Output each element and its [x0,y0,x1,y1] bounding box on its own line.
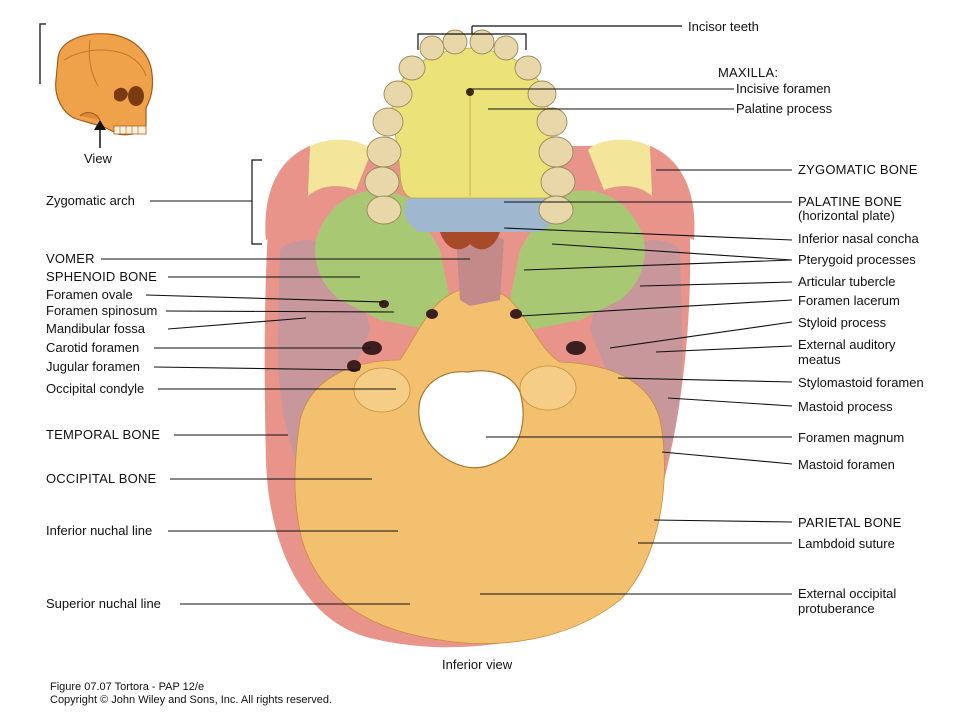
label-palatine-bone: PALATINE BONE [798,194,902,209]
inset-view-label: View [84,151,112,166]
label-occipital-bone: OCCIPITAL BONE [46,471,157,486]
label-lambdoid-suture: Lambdoid suture [798,536,895,551]
label-foramen-spinosum: Foramen spinosum [46,303,158,318]
occipital-condyle-left [353,367,411,413]
label-mandibular-fossa: Mandibular fossa [46,321,145,336]
label-palatine-bone-sub: (horizontal plate) [798,208,895,223]
label-zygomatic-bone: ZYGOMATIC BONE [798,162,918,177]
label-external-occipital-protuberance: protuberance [798,601,875,616]
label-stylomastoid-foramen: Stylomastoid foramen [798,375,924,390]
inferior-view-caption: Inferior view [442,657,513,672]
label-articular-tubercle: Articular tubercle [798,274,896,289]
vomer [456,233,504,306]
label-maxilla: MAXILLA: [718,65,779,80]
foramen-magnum [418,370,524,469]
label-sphenoid-bone: SPHENOID BONE [46,269,157,284]
dental-arch [364,29,576,225]
zygomatic-arch-left [265,146,324,240]
figure-credit-line: Figure 07.07 Tortora - PAP 12/e [50,681,205,693]
label-incisive-foramen: Incisive foramen [736,81,831,96]
label-jugular-foramen: Jugular foramen [46,359,140,374]
label-mastoid-foramen: Mastoid foramen [798,457,895,472]
inset-skull [55,33,154,136]
inset-bracket [39,23,46,84]
label-incisor-teeth: Incisor teeth [688,19,759,34]
label-superior-nuchal-line: Superior nuchal line [46,596,161,611]
label-external-auditory-meatus: meatus [798,352,841,367]
label-palatine-process: Palatine process [736,101,833,116]
label-parietal-bone: PARIETAL BONE [798,515,902,530]
label-inferior-nuchal-line: Inferior nuchal line [46,523,153,538]
label-external-auditory: External auditory [798,337,896,352]
label-pterygoid-processes: Pterygoid processes [798,252,916,267]
occipital-condyle-right [519,365,577,411]
label-vomer: VOMER [46,251,95,266]
label-styloid-process: Styloid process [798,315,887,330]
label-external-occipital: External occipital [798,586,897,601]
label-foramen-ovale: Foramen ovale [46,287,133,302]
label-foramen-lacerum: Foramen lacerum [798,293,900,308]
zygomatic-bone-left [308,139,372,196]
label-foramen-magnum: Foramen magnum [798,430,905,445]
label-carotid-foramen: Carotid foramen [46,340,140,355]
label-zygomatic-arch: Zygomatic arch [46,193,135,208]
left-leader-lines [101,200,470,605]
label-temporal-bone: TEMPORAL BONE [46,427,161,442]
copyright-line: Copyright © John Wiley and Sons, Inc. Al… [50,694,333,706]
palatine-bone [404,196,556,232]
zygomatic-arch-right [636,146,695,240]
label-inferior-nasal-concha: Inferior nasal concha [798,231,919,246]
zygomatic-bone-right [588,139,652,196]
right-leader-lines [470,88,793,595]
label-occipital-condyle: Occipital condyle [46,381,145,396]
zygomatic-arch-bracket [251,159,262,245]
label-mastoid-process: Mastoid process [798,399,893,414]
